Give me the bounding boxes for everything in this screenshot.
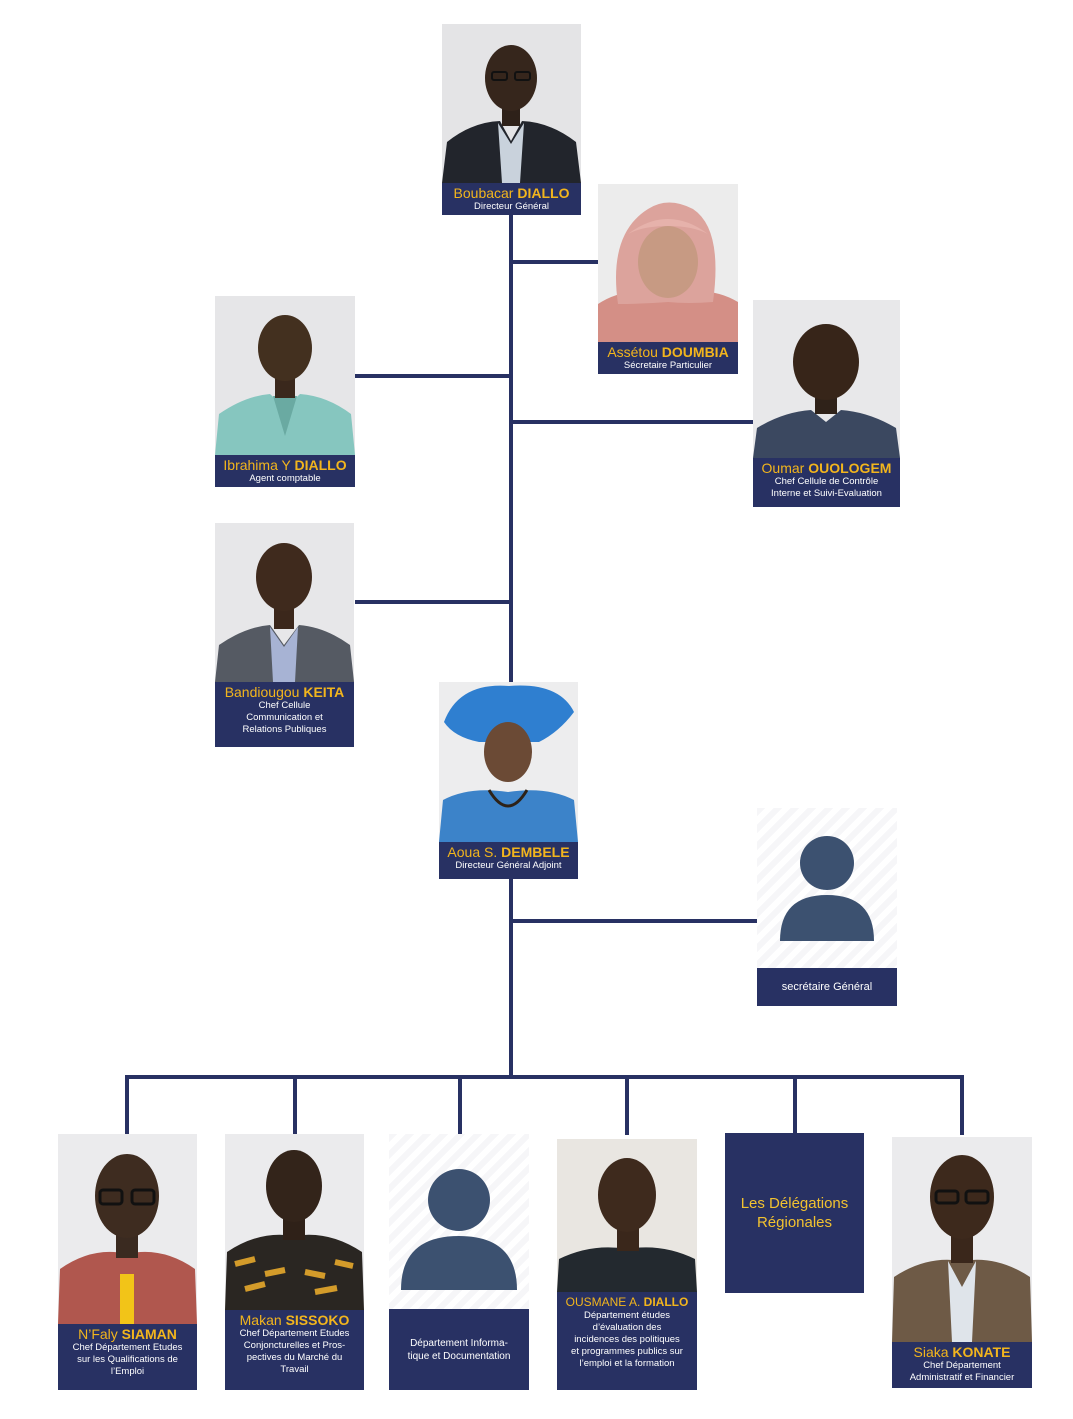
last-name: DIALLO <box>517 185 570 201</box>
last-name: SISSOKO <box>285 1312 350 1328</box>
role-line: pectives du Marché du <box>246 1352 343 1363</box>
role-line: Travail <box>280 1364 309 1375</box>
photo-boubacar-diallo <box>442 24 581 183</box>
role-line: Administratif et Financier <box>909 1372 1015 1383</box>
role-line: l’emploi et la formation <box>579 1358 675 1369</box>
first-name: Makan <box>239 1312 282 1328</box>
card-dept-administratif: Siaka KONATE Chef Département Administra… <box>892 1137 1032 1388</box>
photo-bandiougou-keita <box>215 523 354 682</box>
role-title: Sécretaire Particulier <box>623 360 713 371</box>
first-name: Oumar <box>761 460 805 476</box>
last-name: DIALLO <box>643 1295 689 1309</box>
first-name: Aoua S. <box>447 844 498 860</box>
card-chef-cellule-communication: Bandiougou KEITA Chef Cellule Communicat… <box>215 523 354 747</box>
last-name: OUOLOGEM <box>808 460 892 476</box>
last-name: DEMBELE <box>501 844 570 860</box>
role-line: d’évaluation des <box>592 1322 662 1333</box>
photo-ousmane-diallo <box>557 1139 697 1292</box>
role-line: Chef Département Etudes <box>239 1328 350 1339</box>
role-line: Communication et <box>246 712 323 723</box>
role-line: Relations Publiques <box>242 724 327 735</box>
card-directeur-general-adjoint: Aoua S. DEMBELE Directeur Général Adjoin… <box>439 682 578 879</box>
photo-assetou-doumbia <box>598 184 738 342</box>
role-line: l’Emploi <box>110 1366 145 1377</box>
role-title: Agent comptable <box>249 473 321 484</box>
photo-siaka-konate <box>892 1137 1032 1342</box>
first-name: Assétou <box>607 344 658 360</box>
role-title: Directeur Général <box>474 201 549 212</box>
card-directeur-general: Boubacar DIALLO Directeur Général <box>442 24 581 215</box>
photo-ibrahima-diallo <box>215 296 355 455</box>
last-name: KEITA <box>303 684 345 700</box>
person-placeholder-icon <box>401 1169 517 1290</box>
box-line: Régionales <box>756 1214 833 1231</box>
card-dept-evaluation: OUSMANE A. DIALLO Département études d’é… <box>557 1139 697 1390</box>
first-name: Boubacar <box>453 185 514 201</box>
card-secretaire-particulier: Assétou DOUMBIA Sécretaire Particulier <box>598 184 738 374</box>
card-secretaire-general: secrétaire Général <box>757 808 897 1006</box>
first-name: N’Faly <box>78 1326 118 1342</box>
card-dept-conjoncturelles: Makan SISSOKO Chef Département Etudes Co… <box>225 1134 364 1390</box>
role-line: Chef Département <box>923 1360 1001 1371</box>
card-chef-cellule-controle: Oumar OUOLOGEM Chef Cellule de Contrôle … <box>753 300 900 507</box>
box-line: Les Délégations <box>740 1195 849 1212</box>
card-dept-qualifications: N’Faly SIAMAN Chef Département Etudes su… <box>58 1134 197 1390</box>
role-line: tique et Documentation <box>407 1350 511 1362</box>
last-name: DOUMBIA <box>661 344 729 360</box>
role-line: Chef Département Etudes <box>72 1342 183 1353</box>
card-delegations-regionales: Les Délégations Régionales <box>725 1133 864 1293</box>
role-line: Département études <box>583 1310 671 1321</box>
first-name: Siaka <box>913 1344 949 1360</box>
last-name: KONATE <box>952 1344 1011 1360</box>
role-title: Directeur Général Adjoint <box>455 860 562 871</box>
first-name: Ibrahima Y <box>223 457 291 473</box>
role-line: Conjoncturelles et Pros- <box>243 1340 346 1351</box>
first-name: OUSMANE A. <box>565 1295 641 1309</box>
role-title: secrétaire Général <box>757 968 897 1006</box>
role-line: Département Informa- <box>410 1337 508 1349</box>
person-placeholder-icon <box>780 836 874 941</box>
card-agent-comptable: Ibrahima Y DIALLO Agent comptable <box>215 296 355 487</box>
role-line: Chef Cellule de Contrôle <box>774 476 879 487</box>
photo-oumar-ouologem <box>753 300 900 458</box>
photo-nfaly-siaman <box>58 1134 197 1324</box>
role-line: sur les Qualifications de <box>77 1354 178 1365</box>
role-line: et programmes publics sur <box>571 1346 683 1357</box>
card-dept-informatique: Département Informa- tique et Documentat… <box>389 1134 529 1390</box>
last-name: SIAMAN <box>121 1326 177 1342</box>
role-line: incidences des politiques <box>574 1334 680 1345</box>
first-name: Bandiougou <box>224 684 300 700</box>
role-line: Chef Cellule <box>258 700 311 711</box>
photo-aoua-dembele <box>439 682 578 842</box>
role-line: Interne et Suivi-Evaluation <box>771 488 882 499</box>
last-name: DIALLO <box>294 457 347 473</box>
photo-makan-sissoko <box>225 1134 364 1310</box>
